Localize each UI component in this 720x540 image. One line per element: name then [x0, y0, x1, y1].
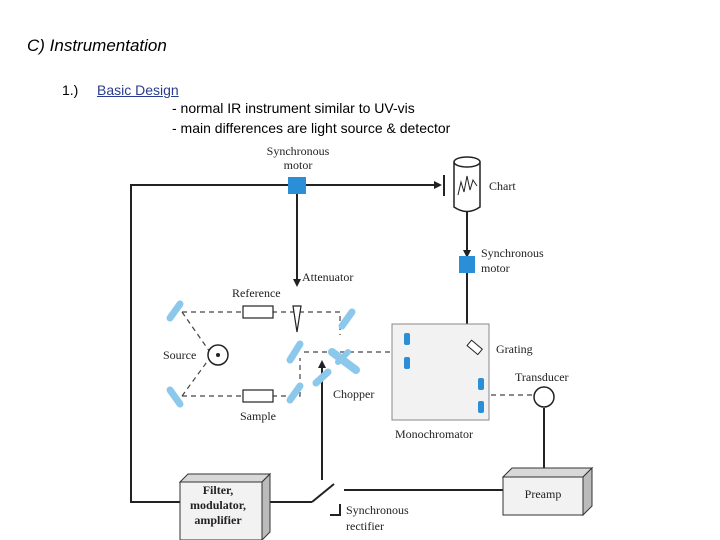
synchronous-motor-right	[459, 256, 475, 273]
wiring	[130, 181, 545, 503]
grating	[466, 339, 483, 356]
item-title-link[interactable]: Basic Design	[97, 82, 179, 98]
chart-recorder	[443, 156, 481, 213]
filter-label-1: Filter,	[203, 483, 234, 497]
monochromator-label: Monochromator	[395, 427, 473, 441]
source-filament	[216, 353, 220, 357]
section-heading: C) Instrumentation	[27, 36, 167, 55]
sync-motor-right-label-1: Synchronous	[481, 246, 544, 260]
chopper-label: Chopper	[333, 387, 374, 401]
sample-label: Sample	[240, 409, 276, 423]
chart-label: Chart	[489, 179, 516, 193]
sync-motor-top-label-2: motor	[284, 158, 313, 172]
bullet-1: - normal IR instrument similar to UV-vis	[172, 100, 415, 116]
attenuator-label: Attenuator	[302, 270, 353, 284]
grating-label: Grating	[496, 342, 533, 356]
feedback-wire	[130, 184, 288, 503]
preamp-label: Preamp	[525, 487, 562, 501]
mirrors	[166, 300, 356, 408]
rectifier-label-2: rectifier	[346, 519, 384, 533]
sample-cell	[242, 389, 274, 403]
preamp-box	[501, 466, 594, 517]
rectifier-label-1: Synchronous	[346, 503, 409, 517]
source-label: Source	[163, 348, 196, 362]
filter-label-2: modulator,	[190, 498, 246, 512]
rectifier-switch	[311, 483, 335, 503]
filter-modulator-amplifier-box	[178, 472, 272, 540]
item-number: 1.)	[62, 82, 79, 98]
sync-motor-right-label-2: motor	[481, 261, 510, 275]
reference-cell	[242, 305, 274, 319]
sync-motor-top-label-1: Synchronous	[267, 144, 330, 158]
transducer	[533, 386, 555, 408]
filter-label-3: amplifier	[194, 513, 242, 527]
synchronous-motor-top	[288, 177, 306, 194]
reference-label: Reference	[232, 286, 281, 300]
rectifier-bracket	[330, 504, 341, 516]
transducer-label: Transducer	[515, 370, 569, 384]
bullet-2: - main differences are light source & de…	[172, 120, 451, 136]
chopper	[328, 348, 360, 374]
attenuator-wedge	[292, 305, 302, 333]
monochromator-slits	[404, 333, 484, 413]
